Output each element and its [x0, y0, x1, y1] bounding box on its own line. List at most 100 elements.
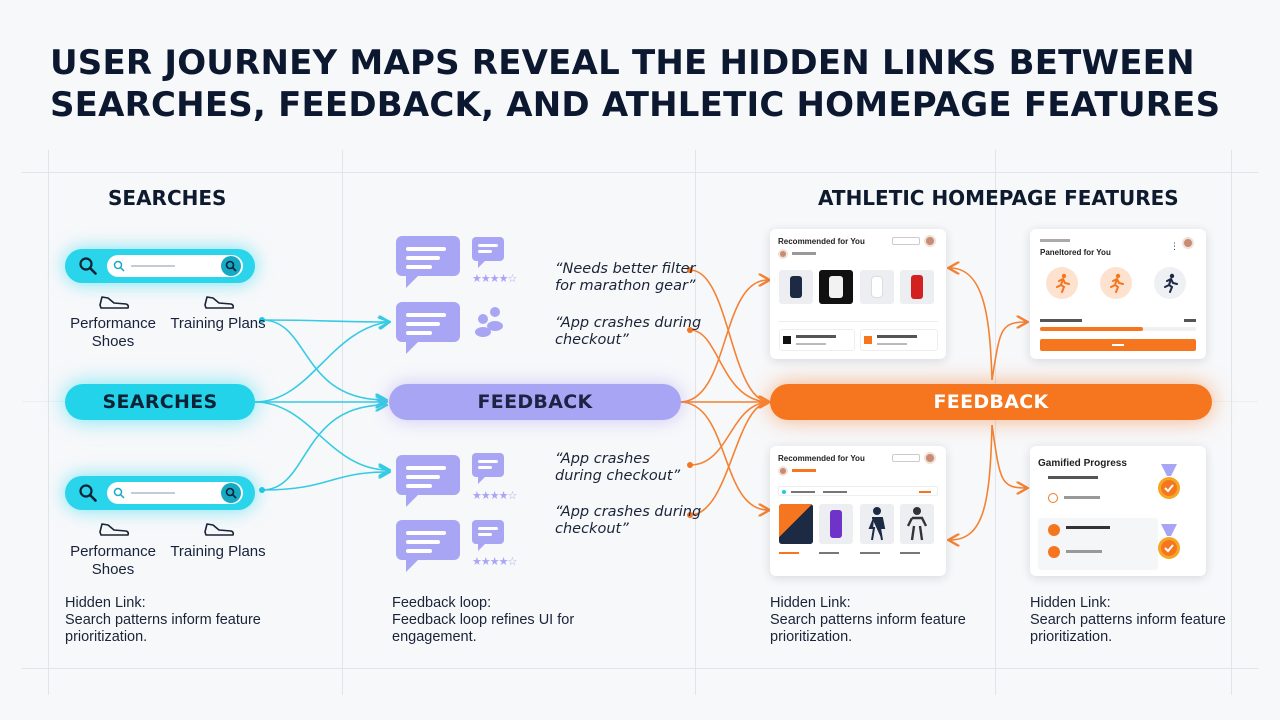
grid-line-col-2	[342, 150, 343, 695]
grid-line-col-5	[1231, 150, 1232, 695]
avatar	[778, 249, 788, 259]
athletic-note-right: Hidden Link: Search patterns inform feat…	[1030, 595, 1230, 646]
product-thumb[interactable]	[779, 270, 813, 304]
avatar	[924, 452, 936, 464]
personalized-card[interactable]: Paneltored for You ⋮	[1030, 229, 1206, 359]
recommended-card-bottom[interactable]: Recommended for You	[770, 446, 946, 576]
chat-bubble-icon	[396, 236, 460, 288]
searches-pill[interactable]: SEARCHES	[65, 384, 255, 420]
product-thumb[interactable]	[779, 504, 813, 544]
recommended-card-title: Recommended for You	[778, 237, 865, 246]
athletic-note-right-head: Hidden Link:	[1030, 595, 1111, 611]
feedback-quote-1: “Needs better filter for marathon gear”	[555, 261, 696, 294]
search-go-button[interactable]	[221, 483, 241, 503]
avatar	[1182, 237, 1194, 249]
page-title-line-2: SEARCHES, FEEDBACK, AND ATHLETIC HOMEPAG…	[50, 85, 1221, 125]
avatar	[924, 235, 936, 247]
card-list-item[interactable]	[860, 329, 938, 351]
feedback-quote-4: “App crashes during checkout”	[555, 504, 702, 537]
feedback-pill[interactable]: FEEDBACK	[389, 384, 681, 420]
card-action-button[interactable]	[1040, 339, 1196, 351]
search-label-performance-shoes-bottom: Performance Shoes	[70, 543, 156, 578]
search-bar-bottom[interactable]	[65, 476, 255, 510]
card-text-line	[779, 552, 799, 554]
searches-note-head: Hidden Link:	[65, 595, 146, 611]
card-text-line	[792, 252, 816, 255]
shoe-icon	[204, 523, 235, 536]
progress-row	[1038, 486, 1148, 506]
grid-line-bottom	[22, 668, 1258, 669]
card-pill-button[interactable]	[892, 454, 920, 462]
recommended-card-title: Recommended for You	[778, 454, 865, 463]
card-text-line	[1184, 319, 1196, 322]
runner-icon	[1164, 273, 1178, 293]
progress-bar	[1040, 327, 1196, 331]
search-input-bottom[interactable]	[107, 482, 243, 504]
feedback-quote-3: “App crashes during checkout”	[555, 451, 681, 484]
chat-bubble-icon	[396, 455, 460, 507]
link-node-bottom	[259, 487, 265, 493]
feedback-node-4	[687, 512, 693, 518]
shoe-icon	[99, 523, 130, 536]
chat-bubble-icon	[472, 520, 504, 551]
search-label-training-plans-bottom: Training Plans	[170, 543, 266, 560]
searches-heading: SEARCHES	[108, 186, 227, 210]
grid-line-col-3	[695, 150, 696, 695]
feedback-pill-orange[interactable]: FEEDBACK	[770, 384, 1212, 420]
star-rating-icon: ★★★★☆	[472, 272, 517, 285]
search-icon	[79, 257, 97, 275]
feedback-node-3	[687, 462, 693, 468]
kebab-menu-icon[interactable]: ⋮	[1170, 241, 1179, 251]
gamified-card[interactable]: Gamified Progress	[1030, 446, 1206, 576]
search-input-top[interactable]	[107, 255, 243, 277]
feedback-note-body: Feedback loop refines UI for engagement.	[392, 612, 575, 645]
search-icon	[79, 484, 97, 502]
shoe-icon	[99, 296, 130, 309]
chat-bubble-icon	[396, 520, 460, 572]
runner-icon	[906, 507, 928, 541]
page-title: USER JOURNEY MAPS REVEAL THE HIDDEN LINK…	[50, 42, 1230, 126]
feedback-node-2	[687, 327, 693, 333]
athletic-heading: ATHLETIC HOMEPAGE FEATURES	[818, 186, 1179, 210]
athletic-note-left: Hidden Link: Search patterns inform feat…	[770, 595, 990, 646]
people-icon	[475, 307, 503, 337]
recommended-card-top[interactable]: Recommended for You	[770, 229, 946, 359]
personalized-card-title: Paneltored for You	[1040, 248, 1111, 257]
avatar	[778, 466, 788, 476]
product-thumb[interactable]	[819, 504, 853, 544]
star-rating-icon: ★★★★☆	[472, 489, 517, 502]
feedback-quote-2: “App crashes during checkout”	[555, 315, 702, 348]
product-thumb[interactable]	[900, 504, 934, 544]
progress-row	[1038, 518, 1158, 570]
athletic-note-right-body: Search patterns inform feature prioritiz…	[1030, 612, 1226, 645]
athletic-note-left-head: Hidden Link:	[770, 595, 851, 611]
card-pill-button[interactable]	[892, 237, 920, 245]
card-list-item[interactable]	[779, 329, 855, 351]
link-node-top	[259, 317, 265, 323]
card-text-line	[900, 552, 920, 554]
filter-bar[interactable]	[778, 486, 938, 496]
grid-line-top	[22, 172, 1258, 173]
chat-bubble-icon	[472, 237, 504, 268]
product-thumb[interactable]	[819, 270, 853, 304]
product-thumb[interactable]	[860, 270, 894, 304]
search-go-button[interactable]	[221, 256, 241, 276]
product-thumb[interactable]	[900, 270, 934, 304]
page-title-line-1: USER JOURNEY MAPS REVEAL THE HIDDEN LINK…	[50, 43, 1195, 83]
card-text-line	[1040, 319, 1082, 322]
searches-note-body: Search patterns inform feature prioritiz…	[65, 612, 261, 645]
search-icon	[113, 260, 125, 272]
shoe-icon	[204, 296, 235, 309]
search-bar-top[interactable]	[65, 249, 255, 283]
product-thumb[interactable]	[860, 504, 894, 544]
star-rating-icon: ★★★★☆	[472, 555, 517, 568]
medal-icon	[1158, 464, 1180, 499]
runner-icon	[868, 507, 886, 541]
chat-bubble-icon	[472, 453, 504, 484]
card-text-line	[792, 469, 816, 472]
search-label-performance-shoes-top: Performance Shoes	[70, 315, 156, 350]
feedback-node-1	[687, 267, 693, 273]
search-icon	[225, 260, 237, 272]
grid-line-col-4	[995, 150, 996, 695]
card-text-line	[819, 552, 839, 554]
